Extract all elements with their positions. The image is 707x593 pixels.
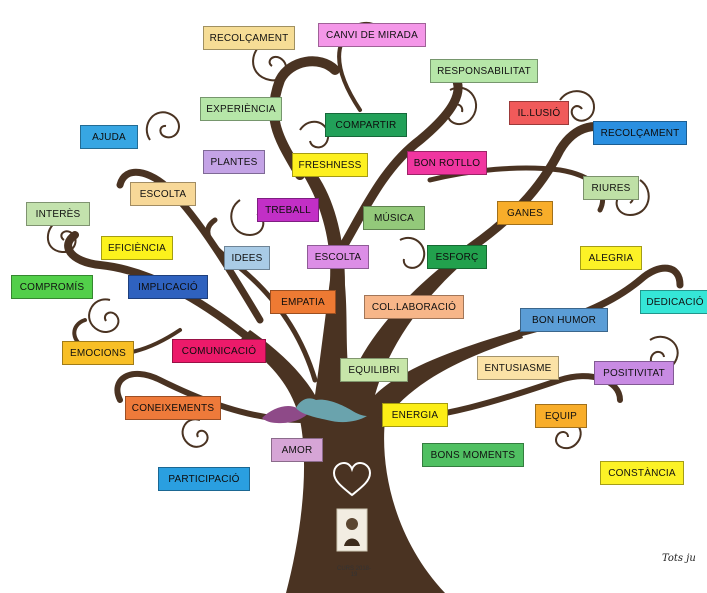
- label-freshness: FRESHNESS: [292, 153, 368, 177]
- label-idees: IDEES: [224, 246, 270, 270]
- label-escolta-mid: ESCOLTA: [307, 245, 369, 269]
- label-constancia: CONSTÀNCIA: [600, 461, 684, 485]
- label-illusio: IL.LUSIÓ: [509, 101, 569, 125]
- label-entusiasme: ENTUSIASME: [477, 356, 559, 380]
- birds-icon: [262, 398, 367, 424]
- label-treball: TREBALL: [257, 198, 319, 222]
- label-compartir: COMPARTIR: [325, 113, 407, 137]
- label-bon-rotllo: BON ROTLLO: [407, 151, 487, 175]
- label-empatia: EMPATIA: [270, 290, 336, 314]
- label-escolta-left: ESCOLTA: [130, 182, 196, 206]
- label-interes: INTERÈS: [26, 202, 90, 226]
- label-experiencia: EXPERIÈNCIA: [200, 97, 282, 121]
- label-esforc: ESFORÇ: [427, 245, 487, 269]
- label-ganes: GANES: [497, 201, 553, 225]
- label-equip: EQUIP: [535, 404, 587, 428]
- logo-text: Tots ju: [662, 553, 696, 564]
- label-dedicacio: DEDICACIÓ: [640, 290, 707, 314]
- label-responsabilitat: RESPONSABILITAT: [430, 59, 538, 83]
- label-equilibri: EQUILIBRI: [340, 358, 408, 382]
- label-eficiencia: EFICIÈNCIA: [101, 236, 173, 260]
- label-col-laboracio: COL.LABORACIÓ: [364, 295, 464, 319]
- label-amor: AMOR: [271, 438, 323, 462]
- label-comunicacio: COMUNICACIÓ: [172, 339, 266, 363]
- label-riures: RIURES: [583, 176, 639, 200]
- label-energia: ENERGIA: [382, 403, 448, 427]
- label-bon-humor: BON HUMOR: [520, 308, 608, 332]
- label-plantes: PLANTES: [203, 150, 265, 174]
- label-participacio: PARTICIPACIÓ: [158, 467, 250, 491]
- label-implicacio: IMPLICACIÓ: [128, 275, 208, 299]
- label-coneixements: CONEIXEMENTS: [125, 396, 221, 420]
- label-alegria: ALEGRIA: [580, 246, 642, 270]
- label-emocions: EMOCIONS: [62, 341, 134, 365]
- label-recolcament-right: RECOLÇAMENT: [593, 121, 687, 145]
- tree-trunk: [240, 165, 523, 593]
- label-positivitat: POSITIVITAT: [594, 361, 674, 385]
- course-year: CURS 2018-19: [337, 566, 372, 578]
- label-bons-moments: BONS MOMENTS: [422, 443, 524, 467]
- label-recolcament-top: RECOLÇAMENT: [203, 26, 295, 50]
- heart-icon: [332, 461, 372, 497]
- label-compromis: COMPROMÍS: [11, 275, 93, 299]
- label-musica: MÚSICA: [363, 206, 425, 230]
- label-canvi-de-mirada: CANVI DE MIRADA: [318, 23, 426, 47]
- label-ajuda: AJUDA: [80, 125, 138, 149]
